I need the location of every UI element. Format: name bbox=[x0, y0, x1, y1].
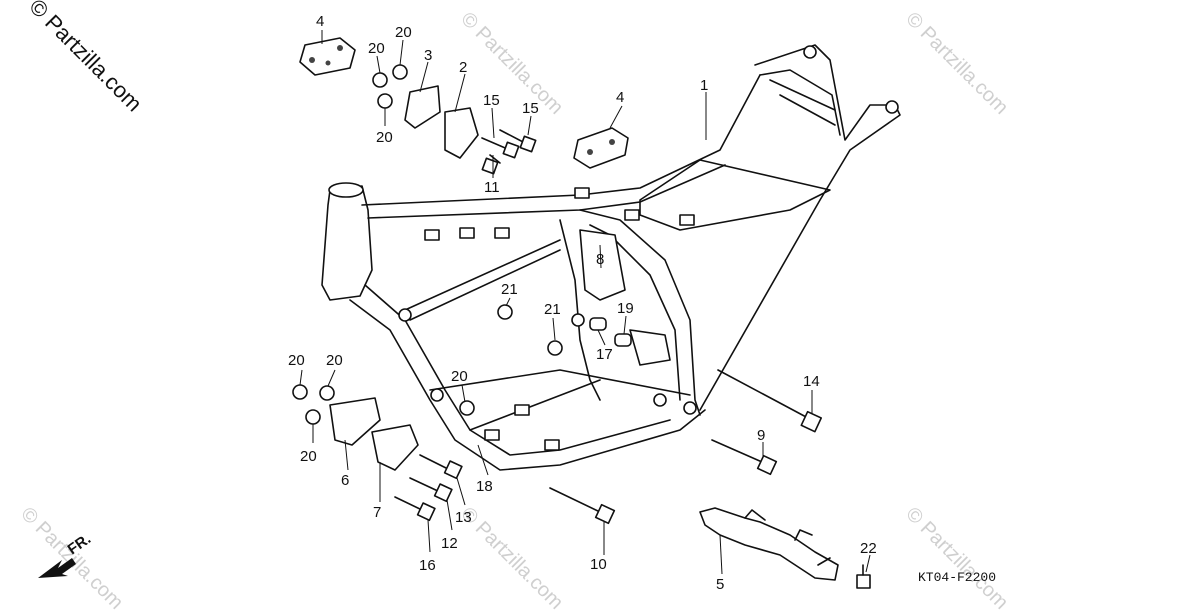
callout-18: 18 bbox=[476, 478, 493, 495]
frame-tab bbox=[544, 439, 560, 451]
frame-tab bbox=[484, 429, 500, 441]
leader-lines bbox=[299, 30, 871, 575]
bolt-22 bbox=[856, 564, 871, 589]
rear-down-tube bbox=[579, 209, 701, 416]
engine-hanger-6 bbox=[329, 397, 381, 446]
frame-boss bbox=[571, 313, 585, 327]
partzilla-watermark: © Partzilla.com bbox=[24, 0, 147, 116]
frame-boss bbox=[430, 388, 444, 402]
callout-14: 14 bbox=[803, 373, 820, 390]
callout-22: 22 bbox=[860, 540, 877, 557]
callout-5: 5 bbox=[716, 576, 724, 593]
bolt-10 bbox=[549, 487, 616, 525]
callout-20: 20 bbox=[368, 40, 385, 57]
callout-4: 4 bbox=[616, 89, 624, 106]
frame-boss bbox=[653, 393, 667, 407]
lower-cradle bbox=[349, 299, 706, 471]
engine-bolts bbox=[394, 454, 463, 522]
callout-12: 12 bbox=[441, 535, 458, 552]
callout-10: 10 bbox=[590, 556, 607, 573]
callout-1: 1 bbox=[700, 77, 708, 94]
frame-tab bbox=[624, 209, 640, 221]
bumper-rubber-left bbox=[299, 37, 356, 76]
steering-head bbox=[321, 185, 373, 301]
callout-20: 20 bbox=[376, 129, 393, 146]
frame-tab bbox=[574, 187, 590, 199]
frame-tab bbox=[424, 229, 440, 241]
rear-down-tube-inner bbox=[589, 224, 681, 401]
bracket-3 bbox=[404, 85, 441, 129]
callouts: 4 20 20 20 3 2 15 15 11 4 1 8 21 21 19 1… bbox=[288, 13, 877, 593]
top-tube bbox=[361, 74, 761, 206]
lower-pivot-plate bbox=[629, 329, 671, 366]
callout-8: 8 bbox=[596, 251, 604, 268]
center-tube bbox=[559, 219, 601, 401]
faint-watermark: © Partzilla.com bbox=[901, 8, 1012, 119]
main-frame bbox=[321, 44, 901, 471]
callout-21: 21 bbox=[501, 281, 518, 298]
callout-11: 11 bbox=[484, 179, 500, 196]
callout-4: 4 bbox=[316, 13, 324, 30]
faint-watermark: © Partzilla.com bbox=[901, 503, 1012, 610]
frame-tab bbox=[679, 214, 695, 226]
callout-17: 17 bbox=[596, 346, 613, 363]
guard-5 bbox=[699, 507, 839, 581]
steering-head-top bbox=[328, 182, 364, 198]
bolt-9 bbox=[711, 439, 778, 476]
cross-tube bbox=[404, 239, 561, 321]
callout-20: 20 bbox=[288, 352, 305, 369]
callout-2: 2 bbox=[459, 59, 467, 76]
faint-watermark: © Partzilla.com bbox=[456, 8, 567, 119]
frame-tab bbox=[459, 227, 475, 239]
callout-9: 9 bbox=[757, 427, 765, 444]
top-tube-lower-edge bbox=[367, 164, 726, 219]
frame-boss bbox=[803, 45, 817, 59]
faint-watermarks: © Partzilla.com © Partzilla.com © Partzi… bbox=[16, 8, 1012, 610]
guard-5-tabs bbox=[744, 509, 831, 566]
callout-6: 6 bbox=[341, 472, 349, 489]
callout-15: 15 bbox=[483, 92, 500, 109]
diagram-code: KT04-F2200 bbox=[918, 570, 996, 585]
frame-tab bbox=[494, 227, 510, 239]
frame-boss bbox=[885, 100, 899, 114]
frame-boss bbox=[683, 401, 697, 415]
rear-fender-bracket bbox=[639, 159, 831, 231]
callout-15: 15 bbox=[522, 100, 539, 117]
callout-3: 3 bbox=[424, 47, 432, 64]
callout-20: 20 bbox=[300, 448, 317, 465]
collars bbox=[589, 317, 632, 347]
lower-cross-tubes bbox=[429, 369, 691, 431]
faint-watermark: © Partzilla.com bbox=[456, 503, 567, 610]
engine-hanger-7 bbox=[371, 424, 419, 471]
frame-tab bbox=[514, 404, 530, 416]
bolt-14 bbox=[717, 369, 823, 433]
callout-16: 16 bbox=[419, 557, 436, 574]
callout-20: 20 bbox=[395, 24, 412, 41]
rear-subframe bbox=[699, 44, 901, 411]
frame-boss bbox=[398, 308, 412, 322]
bumper-rubber-right bbox=[573, 127, 629, 169]
front-arrow-icon bbox=[38, 558, 76, 578]
rear-subframe-rail bbox=[759, 69, 841, 136]
bolts-15 bbox=[481, 129, 537, 175]
callout-13: 13 bbox=[455, 509, 472, 526]
nuts-20 bbox=[292, 64, 563, 425]
bracket-2 bbox=[444, 107, 479, 159]
rear-crossmembers bbox=[769, 79, 836, 126]
callout-7: 7 bbox=[373, 504, 381, 521]
callout-21: 21 bbox=[544, 301, 561, 318]
callout-20: 20 bbox=[451, 368, 468, 385]
callout-20: 20 bbox=[326, 352, 343, 369]
callout-19: 19 bbox=[617, 300, 634, 317]
pivot-plate bbox=[579, 229, 626, 301]
